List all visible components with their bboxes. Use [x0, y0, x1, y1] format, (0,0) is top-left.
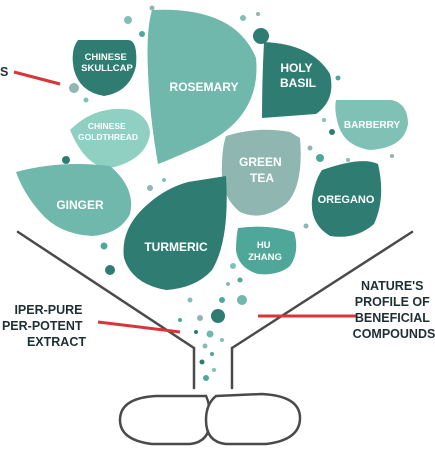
callout-natures-profile: NATURE'S PROFILE OF BENEFICIAL COMPOUNDS: [353, 279, 435, 341]
leaf-oregano: [311, 161, 382, 237]
leaf-chinese-goldthread: [70, 108, 150, 168]
leaf-holy-basil: [262, 42, 332, 118]
dot: [307, 145, 313, 151]
dot: [197, 315, 203, 321]
dot: [329, 129, 335, 135]
dot: [256, 12, 260, 16]
dot: [178, 318, 182, 322]
callout-line-extract: [97, 320, 181, 334]
label-rosemary: ROSEMARY: [170, 80, 239, 94]
leaf-turmeric: [123, 176, 227, 290]
dot: [226, 282, 230, 286]
capsule-icon: [118, 392, 302, 446]
label-hu-zhang: HU ZHANG: [248, 240, 282, 263]
dot: [149, 5, 155, 11]
dot: [162, 178, 166, 182]
dot: [124, 16, 132, 24]
dot: [139, 31, 145, 37]
dot: [199, 359, 205, 365]
dot: [237, 295, 247, 305]
dot: [211, 309, 225, 323]
dot: [219, 297, 225, 303]
capsule-right-half: [204, 392, 302, 446]
label-green-tea: GREEN TEA: [239, 155, 285, 185]
dot: [230, 263, 236, 269]
dot: [390, 154, 394, 158]
funnel-right-wall: [230, 230, 414, 350]
leaf-chinese-skullcap: [72, 40, 137, 96]
callout-line-top-left: [13, 70, 61, 86]
dot: [206, 330, 214, 338]
dot: [187, 297, 193, 303]
compound-dots: [62, 5, 394, 381]
dot: [212, 368, 216, 372]
dot: [100, 242, 108, 250]
dot: [253, 28, 269, 44]
leaf-barberry: [335, 100, 408, 150]
dot: [203, 375, 209, 381]
dot: [220, 338, 224, 342]
dot: [202, 343, 208, 349]
leaf-rosemary: [147, 9, 257, 165]
label-chinese-skullcap: CHINESE SKULLCAP: [81, 52, 133, 74]
dot: [240, 15, 246, 21]
dot: [62, 156, 70, 164]
dot: [83, 97, 89, 103]
callout-top-left-fragment: S: [0, 65, 8, 79]
label-barberry: BARBERRY: [344, 120, 401, 131]
label-chinese-goldthread: CHINESE GOLDTHREAD: [78, 121, 138, 142]
dot: [237, 277, 243, 283]
callout-extract: IPER-PURE PER-POTENT EXTRACT: [2, 303, 86, 349]
dot: [335, 75, 341, 81]
label-oregano: OREGANO: [318, 194, 375, 206]
dot: [105, 265, 115, 275]
dot: [303, 223, 309, 229]
label-holy-basil: HOLY BASIL: [280, 61, 316, 90]
dot: [147, 185, 153, 191]
dot: [69, 83, 79, 93]
label-turmeric: TURMERIC: [144, 240, 208, 254]
dot: [346, 158, 350, 162]
capsule-left-half: [118, 394, 212, 446]
leaf-green-tea: [221, 129, 301, 216]
dot: [210, 352, 214, 356]
dot: [194, 330, 198, 334]
leaf-hu-zhang: [236, 226, 297, 275]
leaf-ginger: [16, 164, 132, 236]
label-ginger: GINGER: [56, 198, 104, 212]
dot: [316, 154, 324, 162]
dot: [322, 118, 326, 122]
